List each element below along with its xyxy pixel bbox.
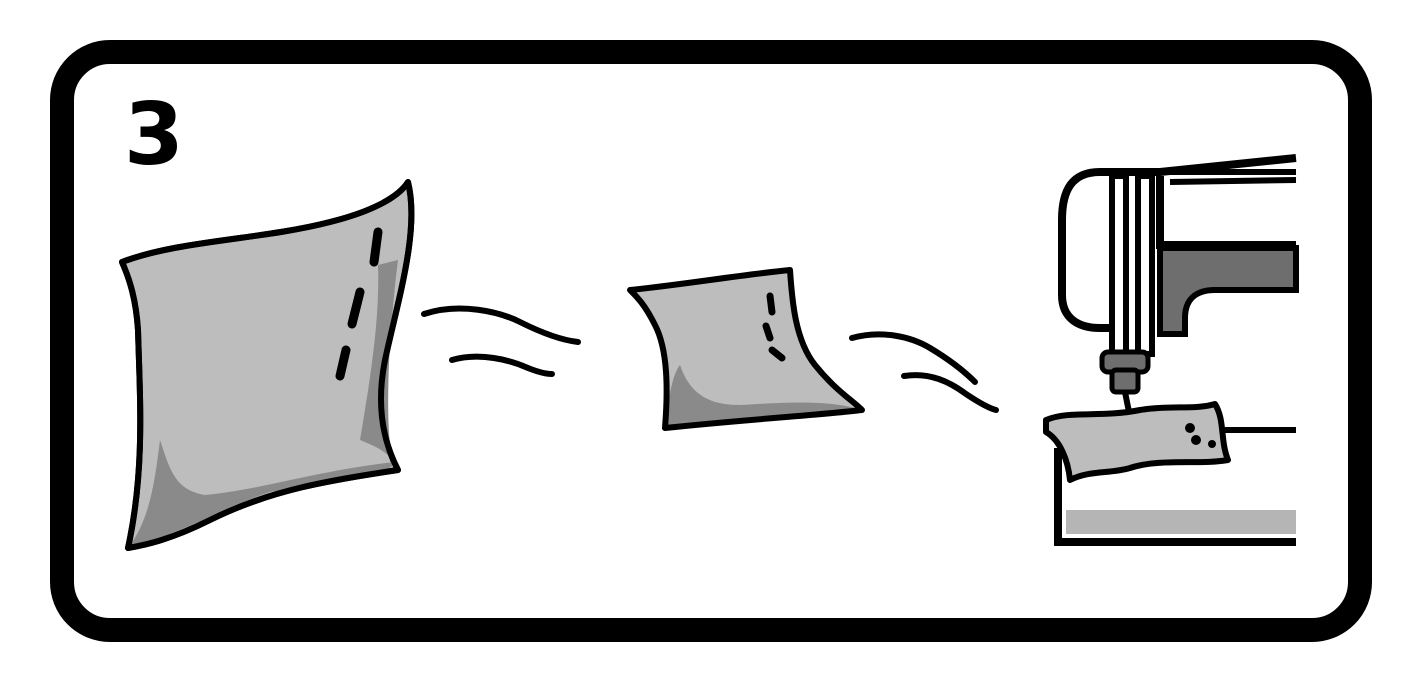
step-number: 3 [124,85,184,185]
large-fabric-square-icon [119,179,415,551]
small-fabric-square-icon [627,267,865,431]
sewing-machine-icon [1043,154,1299,546]
motion-lines-icon [421,305,581,377]
motion-lines-icon [849,331,999,413]
